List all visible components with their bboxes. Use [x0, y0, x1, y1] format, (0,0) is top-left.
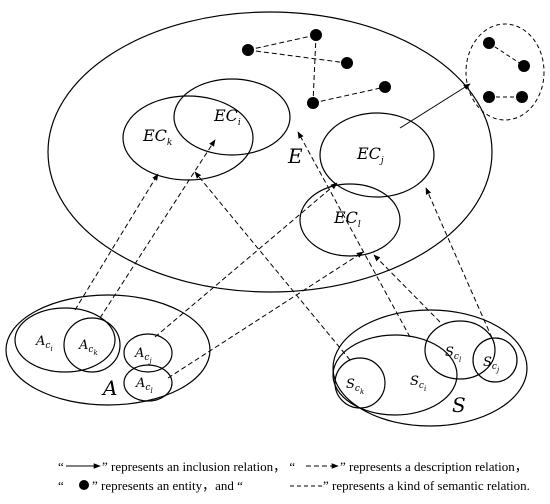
svg-text:Scl: Scl [445, 345, 461, 364]
label-a-cl: Acl [135, 376, 153, 395]
ellipse-s [332, 309, 528, 427]
svg-text:ECl: ECl [333, 208, 361, 230]
cluster-links [488, 42, 525, 98]
desc-arrow-a-ck-to-ec-i [99, 139, 216, 319]
label-e: E [287, 144, 303, 168]
svg-text:“: “ [58, 459, 64, 474]
label-s-cj: Scj [483, 355, 500, 374]
svg-text:ECj: ECj [356, 144, 384, 166]
label-a-ci: Aci [35, 334, 53, 353]
entity-dot [483, 37, 495, 49]
label-a: A [101, 376, 117, 400]
entity-dot [518, 60, 530, 72]
svg-text:” represents an inclusion rela: ” represents an inclusion relation， “ [102, 459, 295, 474]
label-s-ck: Sck [346, 377, 364, 396]
description-arrows [74, 131, 493, 379]
entity-dots [242, 29, 391, 109]
entity-dot [516, 91, 528, 103]
entity-dot [242, 44, 254, 56]
desc-arrow-s-ck-to-ec-k [194, 171, 351, 361]
label-ec-j: ECj [356, 144, 384, 166]
semantic-cluster [465, 23, 545, 121]
label-a-ck: Ack [78, 338, 98, 357]
ellipse-ec-j [319, 112, 435, 198]
ellipse-s-cl [424, 320, 496, 380]
svg-text:Ack: Ack [78, 338, 98, 357]
desc-arrow-a-ci-to-ec-k [74, 173, 159, 311]
entity-network [247, 34, 386, 104]
label-ec-k: ECk [142, 126, 172, 148]
desc-arrow-s-ci-to-ec-i [297, 131, 411, 338]
svg-text:Aci: Aci [35, 334, 53, 353]
label-s-ci: Sci [410, 374, 426, 393]
desc-arrow-a-cj-to-ec-j [154, 182, 338, 338]
label-s-cl: Scl [445, 345, 461, 364]
entity-dot [379, 81, 391, 93]
ellipse-s-cj [472, 337, 518, 383]
entity-dot [307, 97, 319, 109]
svg-text:” represents an entity，and “: ” represents an entity，and “ [92, 478, 243, 493]
ellipse-a-ci [14, 307, 116, 373]
ellipse-ec-k [122, 95, 254, 181]
ellipse-a-cl [123, 364, 173, 402]
svg-text:” represents a kind of semanti: ” represents a kind of semantic relation… [323, 478, 530, 493]
inclusion-arrow [399, 83, 471, 129]
ellipse-ec-l [299, 183, 401, 257]
ellipse-a-cj [123, 333, 173, 373]
label-s: S [452, 393, 466, 417]
ellipse-s-ck [334, 357, 386, 409]
ellipse-a-ck [63, 317, 121, 373]
ellipse-s-ci [332, 334, 458, 416]
legend-line-2: “ ” represents an entity，and “ ” represe… [58, 478, 530, 493]
ellipse-e [47, 11, 493, 293]
svg-text:Sci: Sci [410, 374, 426, 393]
svg-text:Sck: Sck [346, 377, 364, 396]
svg-text:Scj: Scj [483, 355, 500, 374]
label-ec-i: ECi [213, 106, 241, 128]
entity-dot [483, 91, 495, 103]
legend-line-1: “ ” represents an inclusion relation， “ … [58, 459, 528, 474]
legend-entity-dot [79, 480, 89, 490]
svg-text:ECk: ECk [142, 126, 172, 148]
svg-text:” represents a description rel: ” represents a description relation， [340, 459, 528, 474]
ellipse-ec-i [173, 78, 291, 156]
desc-arrow-s-cj-to-ec-j [425, 187, 493, 339]
svg-text:“: “ [58, 478, 64, 493]
entity-dot [310, 29, 322, 41]
desc-arrow-a-cl-to-ec-l [167, 251, 364, 379]
cluster-dots [483, 37, 530, 103]
svg-text:Acl: Acl [135, 376, 153, 395]
svg-text:ECi: ECi [213, 106, 241, 128]
label-a-cj: Acj [134, 346, 152, 365]
entity-dot [341, 57, 353, 69]
ellipse-a [5, 294, 211, 406]
svg-text:Acj: Acj [134, 346, 152, 365]
label-ec-l: ECl [333, 208, 361, 230]
